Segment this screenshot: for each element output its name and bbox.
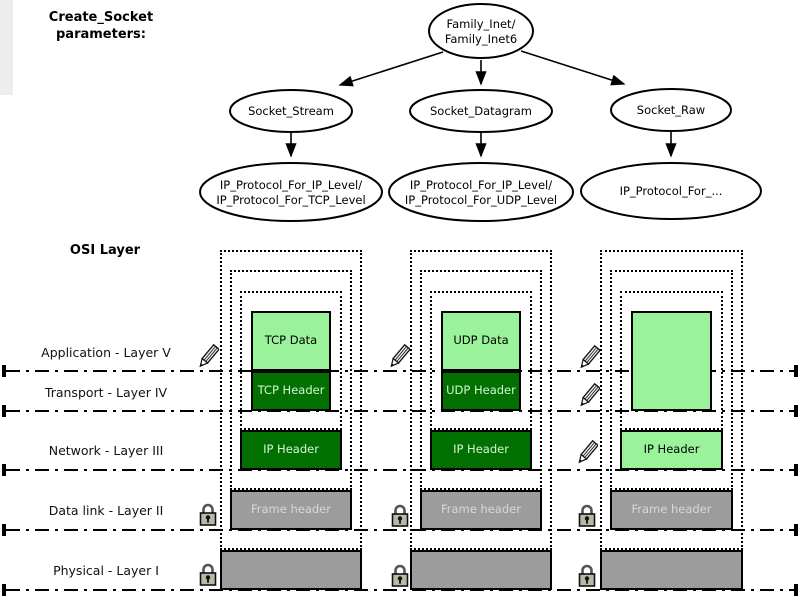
- node-socket-raw: Socket_Raw: [610, 88, 732, 132]
- socket-stream-label: Socket_Stream: [248, 104, 334, 118]
- udp-ip-header-label: IP Header: [453, 442, 509, 457]
- ip-protocol-tcp-line1: IP_Protocol_For_IP_Level/: [220, 178, 362, 192]
- line-cap: [2, 365, 6, 377]
- udp-header-label: UDP Header: [446, 383, 516, 398]
- node-ip-protocol-udp: IP_Protocol_For_IP_Level/ IP_Protocol_Fo…: [388, 162, 574, 222]
- socket-datagram-ellipse: [409, 89, 553, 133]
- ip-protocol-tcp-line2: IP_Protocol_For_TCP_Level: [216, 193, 365, 207]
- udp-data-box: UDP Data: [441, 311, 521, 371]
- tcp-header-box: TCP Header: [251, 371, 331, 411]
- udp-data-label: UDP Data: [453, 333, 509, 348]
- osi-label-transport: Transport - Layer IV: [44, 385, 168, 400]
- osi-label-network: Network - Layer III: [48, 443, 164, 458]
- udp-frame-header-box: Frame header: [420, 490, 542, 530]
- family-inet-label-line2: Family_Inet6: [445, 32, 517, 46]
- line-cap: [794, 405, 798, 417]
- line-cap: [2, 584, 6, 596]
- cluster-tcp-network: [240, 291, 342, 430]
- layer-line-network: [6, 469, 794, 471]
- raw-ip-header-label: IP Header: [643, 442, 700, 457]
- ip-protocol-raw-ellipse: [580, 162, 762, 220]
- node-family-inet: Family_Inet/ Family_Inet6: [428, 3, 534, 59]
- udp-frame-header-label: Frame header: [440, 502, 521, 517]
- line-cap: [794, 365, 798, 377]
- cluster-tcp-datalink: [230, 270, 352, 490]
- line-cap: [2, 524, 6, 536]
- line-cap: [2, 405, 6, 417]
- line-cap: [2, 464, 6, 476]
- lock-icon: [391, 564, 409, 587]
- cluster-udp-physical: [410, 250, 552, 550]
- lock-icon: [199, 503, 217, 526]
- diagram-title-line1: Create_Socket: [49, 10, 153, 25]
- ip-protocol-udp-line2: IP_Protocol_For_UDP_Level: [405, 193, 557, 207]
- udp-ip-header-box: IP Header: [430, 430, 532, 470]
- socket-raw-ellipse: [610, 88, 732, 132]
- line-cap: [794, 524, 798, 536]
- family-inet-ellipse: [428, 3, 534, 59]
- udp-physical-box: [410, 550, 552, 590]
- socket-raw-label: Socket_Raw: [637, 103, 705, 117]
- family-inet-label-line1: Family_Inet/: [447, 17, 516, 31]
- ip-protocol-udp-line1: IP_Protocol_For_IP_Level/: [410, 178, 552, 192]
- tcp-frame-header-box: Frame header: [230, 490, 352, 530]
- ip-protocol-udp-ellipse: [388, 162, 574, 222]
- pencil-icon: [390, 343, 410, 368]
- edge-root-raw: [520, 50, 626, 86]
- tcp-header-label: TCP Header: [257, 383, 325, 398]
- osi-heading: OSI Layer: [69, 243, 141, 258]
- node-socket-datagram: Socket_Datagram: [409, 89, 553, 133]
- lock-icon: [578, 504, 596, 527]
- line-cap: [794, 584, 798, 596]
- cluster-raw-datalink: [610, 270, 733, 490]
- node-socket-stream: Socket_Stream: [229, 89, 353, 133]
- lock-icon: [391, 504, 409, 527]
- node-ip-protocol-raw: IP_Protocol_For_...: [580, 162, 762, 220]
- create-socket-tree: Create_Socket parameters: Family_Inet/ F…: [49, 3, 762, 222]
- layer-line-transport: [6, 410, 794, 412]
- cluster-udp-datalink: [420, 270, 542, 490]
- raw-data-box: [631, 311, 712, 411]
- line-cap: [794, 464, 798, 476]
- pencil-icon: [199, 343, 219, 368]
- ip-protocol-raw-label: IP_Protocol_For_...: [620, 184, 723, 198]
- lock-icon: [578, 564, 596, 587]
- diagram-title-line2: parameters:: [56, 27, 146, 42]
- tcp-frame-header-label: Frame header: [250, 502, 331, 517]
- pencil-icon: [580, 344, 600, 369]
- osi-label-application: Application - Layer V: [41, 345, 171, 360]
- edge-root-stream: [338, 51, 444, 87]
- raw-ip-header-box: IP Header: [620, 430, 723, 470]
- socket-datagram-label: Socket_Datagram: [430, 104, 532, 118]
- tcp-ip-header-label: IP Header: [263, 442, 319, 457]
- osi-label-physical: Physical - Layer I: [53, 563, 159, 578]
- tcp-data-label: TCP Data: [264, 333, 318, 348]
- raw-physical-box: [600, 550, 743, 590]
- cluster-tcp-physical: [220, 250, 362, 550]
- osi-label-datalink: Data link - Layer II: [48, 503, 164, 518]
- raw-frame-header-label: Frame header: [631, 502, 712, 517]
- pencil-icon: [578, 439, 598, 464]
- tcp-ip-header-box: IP Header: [240, 430, 342, 470]
- tcp-physical-box: [220, 550, 362, 590]
- layer-line-physical: [6, 589, 794, 591]
- lock-icon: [199, 563, 217, 586]
- node-ip-protocol-tcp: IP_Protocol_For_IP_Level/ IP_Protocol_Fo…: [199, 162, 383, 222]
- cluster-udp-network: [430, 291, 532, 430]
- socket-stream-ellipse: [229, 89, 353, 133]
- window-edge-artifact: [0, 0, 13, 95]
- cluster-raw-network: [620, 291, 723, 430]
- ip-protocol-tcp-ellipse: [199, 162, 383, 222]
- udp-header-box: UDP Header: [441, 371, 521, 411]
- layer-line-application: [6, 370, 794, 372]
- layer-line-datalink: [6, 529, 794, 531]
- cluster-raw-physical: [600, 250, 743, 550]
- raw-frame-header-box: Frame header: [610, 490, 733, 530]
- pencil-icon: [580, 382, 600, 407]
- tcp-data-box: TCP Data: [251, 311, 331, 371]
